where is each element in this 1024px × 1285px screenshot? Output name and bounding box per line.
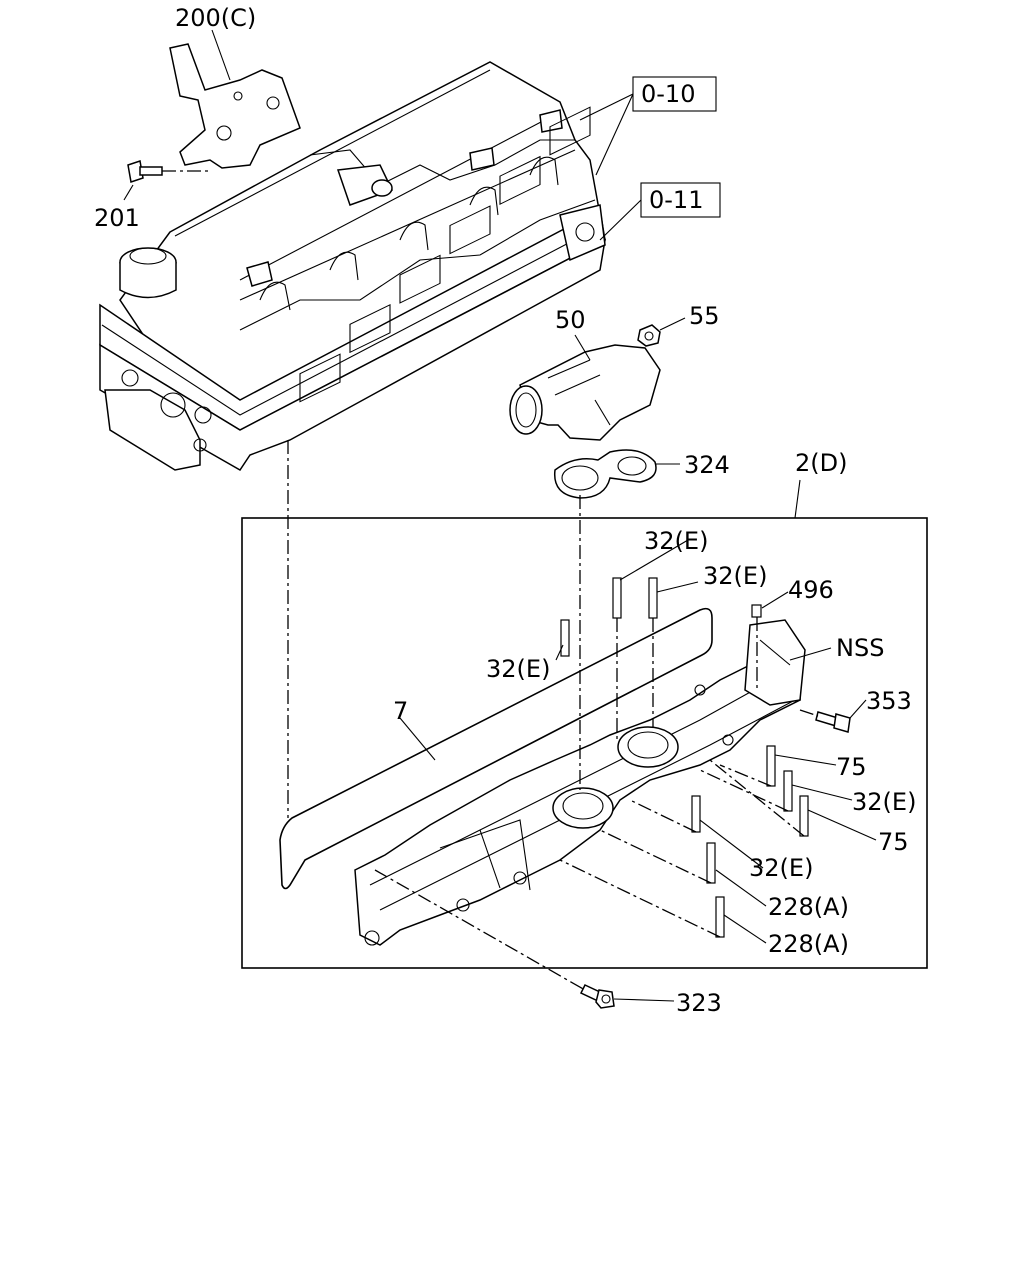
label-32e-b: 32(E) <box>703 562 767 590</box>
label-323: 323 <box>676 989 722 1017</box>
studs <box>560 577 809 938</box>
bolt-323 <box>579 984 615 1009</box>
assembly-frame-2d <box>241 517 928 969</box>
label-32e-e: 32(E) <box>749 854 813 882</box>
bolt-201 <box>127 160 212 183</box>
bracket-200c <box>169 43 301 169</box>
intake-manifold <box>354 619 806 946</box>
label-2d: 2(D) <box>795 449 847 477</box>
gasket-7 <box>279 607 713 890</box>
alignment-lines <box>287 440 819 991</box>
label-201: 201 <box>94 204 140 232</box>
bolt-353 <box>815 711 851 733</box>
label-32e-d: 32(E) <box>852 788 916 816</box>
label-0-10[interactable]: 0-10 <box>641 80 695 108</box>
label-nss: NSS <box>836 634 884 662</box>
label-228a-a: 228(A) <box>768 893 849 921</box>
label-0-11[interactable]: 0-11 <box>649 186 703 214</box>
label-32e-a: 32(E) <box>644 527 708 555</box>
label-324: 324 <box>684 451 730 479</box>
label-32e-c: 32(E) <box>486 655 550 683</box>
water-outlet-50 <box>509 344 661 441</box>
gasket-324 <box>553 449 657 499</box>
label-50: 50 <box>555 306 586 334</box>
label-228a-b: 228(A) <box>768 930 849 958</box>
nut-55 <box>637 324 661 347</box>
cylinder-head-assembly <box>99 61 606 471</box>
label-353: 353 <box>866 687 912 715</box>
part-labels: 200(C) 201 0-10 0-11 50 55 324 2(D) 32(E… <box>94 4 916 1017</box>
leader-lines <box>123 29 877 1002</box>
label-496: 496 <box>788 576 834 604</box>
label-200c: 200(C) <box>175 4 256 32</box>
label-75-b: 75 <box>878 828 909 856</box>
label-55: 55 <box>689 302 720 330</box>
label-7: 7 <box>393 697 408 725</box>
label-75-a: 75 <box>836 753 867 781</box>
